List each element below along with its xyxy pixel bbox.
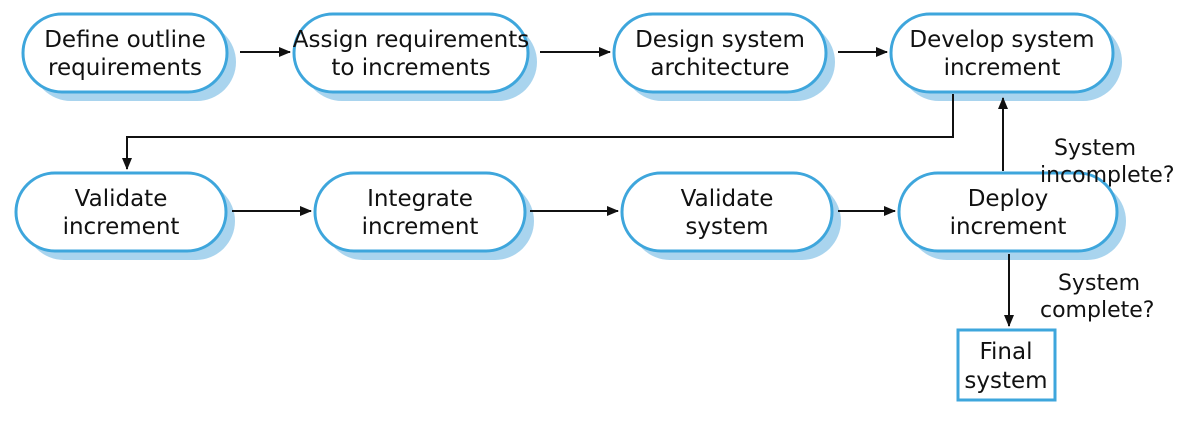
node-assign-line1: Assign requirements [293,27,529,53]
node-define-line1: Define outline [44,27,206,53]
node-final-line1: Final [979,339,1032,365]
label-complete-line1: System [1058,271,1140,296]
node-validate-increment-line1: Validate [75,186,168,212]
node-develop-line1: Develop system [909,27,1094,53]
node-develop-line2: increment [944,55,1061,81]
label-incomplete-line1: System [1054,136,1136,161]
label-complete-line2: complete? [1040,298,1154,323]
node-define-line2: requirements [48,55,202,81]
label-incomplete-line2: incomplete? [1040,163,1175,188]
node-develop-system-increment: Develop system increment [889,12,1122,101]
node-validate-system-line2: system [685,214,768,240]
node-validate-increment: Validate increment [14,171,235,260]
node-deploy-line2: increment [950,214,1067,240]
node-final-line2: system [964,368,1047,394]
node-assign-line2: to increments [331,55,490,81]
node-define-outline-requirements: Define outline requirements [21,12,236,101]
node-integrate-increment: Integrate increment [313,171,534,260]
node-validate-system: Validate system [620,171,841,260]
node-validate-increment-line2: increment [63,214,180,240]
node-integrate-line2: increment [362,214,479,240]
node-validate-system-line1: Validate [681,186,774,212]
node-deploy-line1: Deploy [968,186,1049,212]
node-design-system-architecture: Design system architecture [612,12,835,101]
node-design-line1: Design system [635,27,805,53]
arrow-develop-to-validate-increment [122,94,954,170]
node-deploy-increment: Deploy increment [897,171,1126,260]
node-integrate-line1: Integrate [367,186,473,212]
node-assign-requirements: Assign requirements to increments [292,12,537,101]
node-final-system: Final system [956,328,1057,402]
node-design-line2: architecture [650,55,789,81]
